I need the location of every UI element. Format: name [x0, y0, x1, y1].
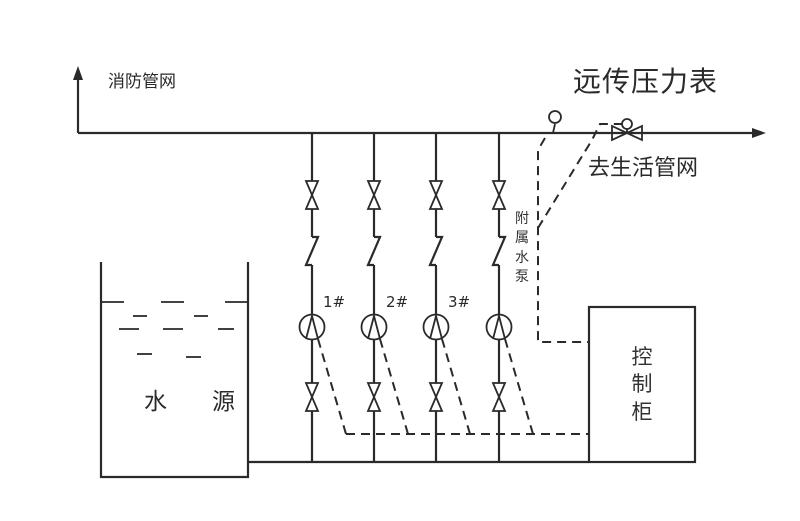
- domestic-network-label: 去生活管网: [588, 156, 699, 181]
- pump-control-wire: [441, 338, 471, 435]
- auxiliary-pump-char: 附: [515, 211, 529, 227]
- control-cabinet-char: 控: [631, 345, 653, 369]
- pump-branch: [485, 133, 534, 462]
- gate-valve-icon: [428, 180, 444, 210]
- domestic-valve-icon: [611, 118, 643, 142]
- pump-control-wire: [317, 338, 347, 435]
- valve-signal-line: [537, 123, 622, 229]
- domestic-flow-arrow-icon: [752, 128, 766, 138]
- water-source-label-1: 水: [144, 389, 167, 415]
- gate-valve-icon: [304, 180, 320, 210]
- remote-pressure-gauge-label: 远传压力表: [573, 65, 719, 98]
- check-valve-icon: [428, 235, 444, 267]
- water-source-label-2: 源: [212, 389, 235, 415]
- pump-branch: [298, 133, 347, 462]
- pump-1-label: 1#: [323, 293, 346, 311]
- check-valve-icon: [366, 235, 382, 267]
- auxiliary-pump-label: 附 属 水 泵: [512, 210, 532, 287]
- pump-icon: [485, 312, 513, 341]
- auxiliary-pump-char: 泵: [515, 268, 529, 285]
- pump-control-wire: [504, 338, 534, 435]
- pump-branch: [422, 133, 471, 462]
- gate-valve-icon: [491, 180, 507, 210]
- check-valve-icon: [491, 235, 507, 267]
- pump-icon: [298, 312, 326, 341]
- pressure-gauge-icon: [548, 110, 562, 134]
- auxiliary-pump-char: 水: [515, 249, 529, 266]
- check-valve-icon: [304, 235, 320, 267]
- gate-valve-icon: [428, 382, 444, 412]
- water-tank: [99, 262, 250, 479]
- control-cabinet: [587, 305, 697, 464]
- control-cabinet-char: 柜: [631, 399, 653, 424]
- pump-2-label: 2#: [386, 293, 409, 311]
- pump-3-label: 3#: [448, 293, 471, 311]
- auxiliary-pump-char: 属: [515, 230, 529, 247]
- pump-branch: [360, 133, 409, 462]
- gate-valve-icon: [366, 180, 382, 210]
- gate-valve-icon: [304, 382, 320, 412]
- pump-icon: [422, 312, 450, 341]
- gate-valve-icon: [366, 382, 382, 412]
- control-cabinet-label: 控 制 柜: [630, 344, 654, 426]
- gauge-signal-line: [537, 137, 589, 343]
- gate-valve-icon: [491, 382, 507, 412]
- control-cabinet-char: 制: [631, 372, 653, 397]
- fire-network-arrow-icon: [73, 66, 83, 80]
- pump-control-wire: [379, 338, 409, 435]
- fire-network-label: 消防管网: [108, 72, 176, 92]
- pump-icon: [360, 312, 388, 341]
